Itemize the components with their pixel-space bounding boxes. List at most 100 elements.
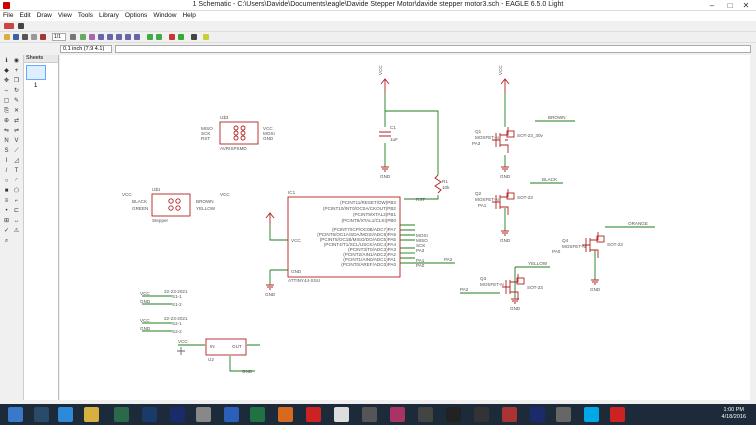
eagle-taskbar-icon[interactable] — [610, 407, 625, 422]
menu-library[interactable]: Library — [99, 12, 119, 19]
menu-draw[interactable]: Draw — [36, 12, 52, 19]
copy-tool-icon[interactable]: ❐ — [13, 78, 20, 84]
polygon-tool-icon[interactable]: ⬠ — [13, 188, 20, 194]
menu-help[interactable]: Help — [182, 12, 196, 19]
app-icon-9[interactable] — [502, 407, 517, 422]
display-tool-icon[interactable]: ◆ — [4, 68, 9, 74]
terminal-icon[interactable] — [446, 407, 461, 422]
arc-tool-icon[interactable]: ◜ — [15, 178, 18, 184]
script-icon[interactable] — [80, 34, 86, 40]
menu-window[interactable]: Window — [153, 12, 177, 19]
junction-tool-icon[interactable]: • — [5, 208, 8, 214]
gateswap-tool-icon[interactable]: ⇌ — [13, 128, 20, 134]
erc-tool-icon[interactable]: ✓ — [3, 228, 10, 234]
save-icon[interactable] — [13, 34, 19, 40]
help-icon[interactable] — [203, 34, 209, 40]
photoshop-icon-2[interactable] — [530, 407, 545, 422]
cam-icon[interactable] — [31, 34, 37, 40]
move-tool-icon[interactable]: ✥ — [3, 78, 10, 84]
paste-tool-icon[interactable]: ⎘ — [4, 108, 9, 114]
go-icon[interactable] — [178, 34, 184, 40]
delete-tool-icon[interactable]: ✕ — [13, 108, 20, 114]
info-tool-icon[interactable]: ℹ — [5, 58, 8, 64]
schematic-canvas[interactable]: IC1 ATTINY44-SSU VCC GND (PCINT11/RESET/… — [60, 55, 750, 400]
sheet-select[interactable]: 1/1 — [52, 33, 66, 41]
internet-explorer-icon[interactable] — [58, 407, 73, 422]
app-icon-7[interactable] — [418, 407, 433, 422]
wire-tool-icon[interactable]: / — [5, 168, 8, 174]
app-icon-1[interactable] — [114, 407, 129, 422]
zoom-tool-icon[interactable]: ⌕ — [4, 238, 9, 244]
home-icon[interactable] — [34, 407, 49, 422]
zoom-out-icon[interactable] — [116, 34, 122, 40]
show-tool-icon[interactable]: ◉ — [13, 58, 20, 64]
app-icon-2[interactable] — [142, 407, 157, 422]
arrow-icon[interactable] — [18, 23, 24, 29]
text-tool-icon[interactable]: T — [14, 168, 19, 174]
command-input[interactable] — [115, 45, 751, 53]
menu-options[interactable]: Options — [124, 12, 148, 19]
minimize-button[interactable]: – — [709, 1, 715, 10]
app-icon-10[interactable] — [556, 407, 571, 422]
split-tool-icon[interactable]: ⟋ — [14, 148, 19, 154]
vertical-scrollbar[interactable] — [750, 55, 756, 400]
pinswap-tool-icon[interactable]: ⇄ — [13, 118, 20, 124]
rect-tool-icon[interactable]: ■ — [4, 188, 9, 194]
menu-tools[interactable]: Tools — [77, 12, 94, 19]
rotate-tool-icon[interactable]: ↻ — [13, 88, 20, 94]
excel-icon[interactable] — [250, 407, 265, 422]
board-icon[interactable] — [40, 34, 46, 40]
info-icon[interactable] — [191, 34, 197, 40]
group-tool-icon[interactable]: ▢ — [3, 98, 10, 104]
errors-tool-icon[interactable]: ⚠ — [13, 228, 20, 234]
invoke-tool-icon[interactable]: I — [5, 158, 8, 164]
zoom-in-icon[interactable] — [107, 34, 113, 40]
net-tool-icon[interactable]: ⌐ — [14, 198, 19, 204]
redraw-icon[interactable] — [134, 34, 140, 40]
system-clock[interactable]: 1:00 PM 4/18/2016 — [722, 407, 746, 421]
app-icon-4[interactable] — [334, 407, 349, 422]
layer-icon[interactable] — [4, 23, 14, 29]
app-icon-5[interactable] — [362, 407, 377, 422]
skype-icon[interactable] — [584, 407, 599, 422]
mirror-tool-icon[interactable]: ⇔ — [3, 88, 10, 94]
value-tool-icon[interactable]: V — [14, 138, 19, 144]
sheet-thumbnail[interactable] — [26, 65, 46, 80]
close-button[interactable]: ✕ — [742, 1, 750, 10]
ulp-icon[interactable] — [89, 34, 95, 40]
word-icon[interactable] — [224, 407, 239, 422]
smash-tool-icon[interactable]: S — [4, 148, 9, 154]
menu-view[interactable]: View — [57, 12, 72, 19]
bus-tool-icon[interactable]: ≡ — [4, 198, 9, 204]
circle-tool-icon[interactable]: ○ — [4, 178, 9, 184]
app-icon-3[interactable] — [278, 407, 293, 422]
print-icon[interactable] — [22, 34, 28, 40]
maximize-button[interactable]: □ — [727, 1, 733, 10]
horizontal-scrollbar[interactable] — [60, 400, 756, 404]
add-tool-icon[interactable]: ⊕ — [3, 118, 10, 124]
sheet-menu-icon[interactable] — [70, 34, 76, 40]
settings-icon[interactable] — [196, 407, 211, 422]
dimension-tool-icon[interactable]: ↔ — [13, 218, 20, 224]
name-tool-icon[interactable]: N — [4, 138, 9, 144]
miter-tool-icon[interactable]: ◿ — [14, 158, 19, 164]
zoom-fit-icon[interactable] — [98, 34, 104, 40]
menu-edit[interactable]: Edit — [19, 12, 31, 19]
app-icon-6[interactable] — [390, 407, 405, 422]
file-explorer-icon[interactable] — [84, 407, 99, 422]
menu-file[interactable]: File — [3, 12, 14, 19]
stop-icon[interactable] — [169, 34, 175, 40]
undo-icon[interactable] — [147, 34, 153, 40]
app-icon-8[interactable] — [474, 407, 489, 422]
label-tool-icon[interactable]: ⊏ — [13, 208, 20, 214]
change-tool-icon[interactable]: ✎ — [13, 98, 20, 104]
open-icon[interactable] — [4, 34, 10, 40]
photoshop-icon[interactable] — [170, 407, 185, 422]
acrobat-icon[interactable] — [306, 407, 321, 422]
start-button-icon[interactable] — [8, 407, 23, 422]
replace-tool-icon[interactable]: ⇋ — [3, 128, 10, 134]
redo-icon[interactable] — [156, 34, 162, 40]
attribute-tool-icon[interactable]: ⊞ — [3, 218, 10, 224]
zoom-select-icon[interactable] — [125, 34, 131, 40]
mark-tool-icon[interactable]: + — [14, 68, 19, 74]
